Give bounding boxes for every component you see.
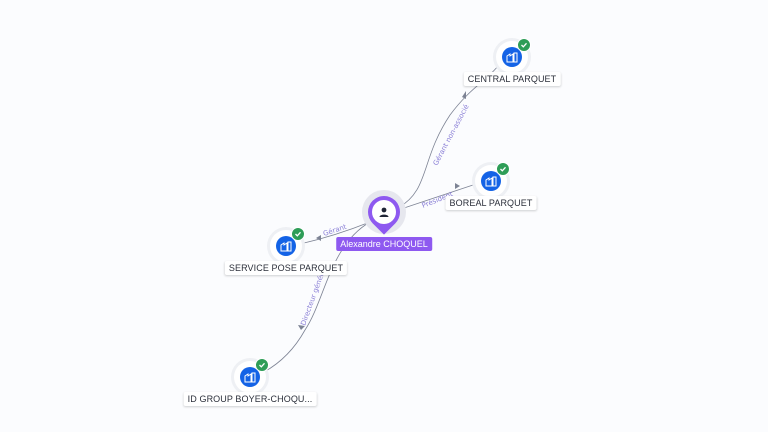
edge-label-service: Gérant xyxy=(322,223,348,238)
building-icon xyxy=(481,171,501,191)
person-name-label[interactable]: Alexandre CHOQUEL xyxy=(336,237,432,251)
company-label-boreal[interactable]: BOREAL PARQUET xyxy=(445,196,537,210)
arrow-central xyxy=(462,91,466,99)
verified-check-icon xyxy=(517,38,531,52)
arrow-service xyxy=(316,235,321,241)
company-node-idgroup[interactable] xyxy=(234,358,269,393)
edge-label-central: Gérant non-associé xyxy=(432,103,471,167)
company-label-service[interactable]: SERVICE POSE PARQUET xyxy=(224,261,348,275)
edge-boreal xyxy=(397,183,477,211)
company-label-idgroup[interactable]: ID GROUP BOYER-CHOQU... xyxy=(183,392,317,406)
arrow-boreal xyxy=(455,183,460,189)
company-node-central[interactable] xyxy=(496,38,531,73)
arrow-idgroup xyxy=(298,325,305,330)
verified-check-icon xyxy=(255,358,269,372)
edge-label-idgroup: Directeur génér... xyxy=(299,266,327,326)
building-icon xyxy=(276,236,296,256)
edge-service xyxy=(299,221,371,245)
company-label-central[interactable]: CENTRAL PARQUET xyxy=(463,72,561,86)
building-icon xyxy=(240,367,260,387)
person-icon xyxy=(372,200,396,224)
company-node-service[interactable] xyxy=(270,227,305,262)
company-node-boreal[interactable] xyxy=(475,162,510,197)
verified-check-icon xyxy=(291,227,305,241)
building-icon xyxy=(502,47,522,67)
verified-check-icon xyxy=(496,162,510,176)
